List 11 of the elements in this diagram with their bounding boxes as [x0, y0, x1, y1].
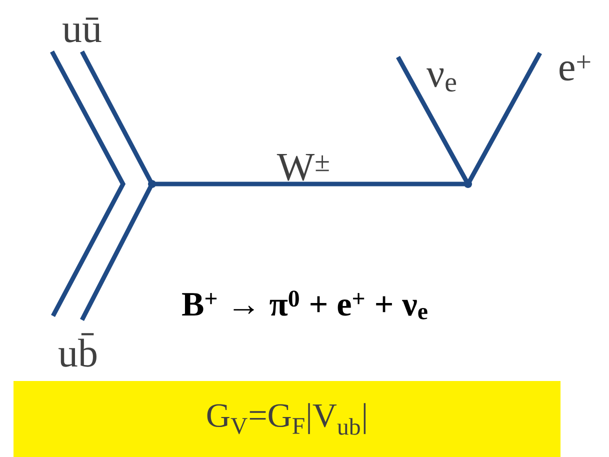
particle-line [466, 52, 542, 186]
particle-line [80, 50, 154, 186]
edge-label: W$^{±}$ [276, 154, 329, 181]
particle-label: ub̄ [58, 333, 96, 367]
particle-label: ν$_{e}$ [426, 68, 456, 92]
particle-label: uū [62, 18, 102, 42]
particle-label: e$^{+}$ [560, 55, 590, 81]
formula-box: G$_{V}$=G$_{F}$|V$_{ub}$| [14, 381, 560, 457]
decay-equation: B$^{+}$ → π$^{0}$ + e$^{+}$ + ν$_{e}$ [182, 290, 428, 320]
particle-line [152, 182, 468, 186]
particle-line [50, 50, 126, 317]
